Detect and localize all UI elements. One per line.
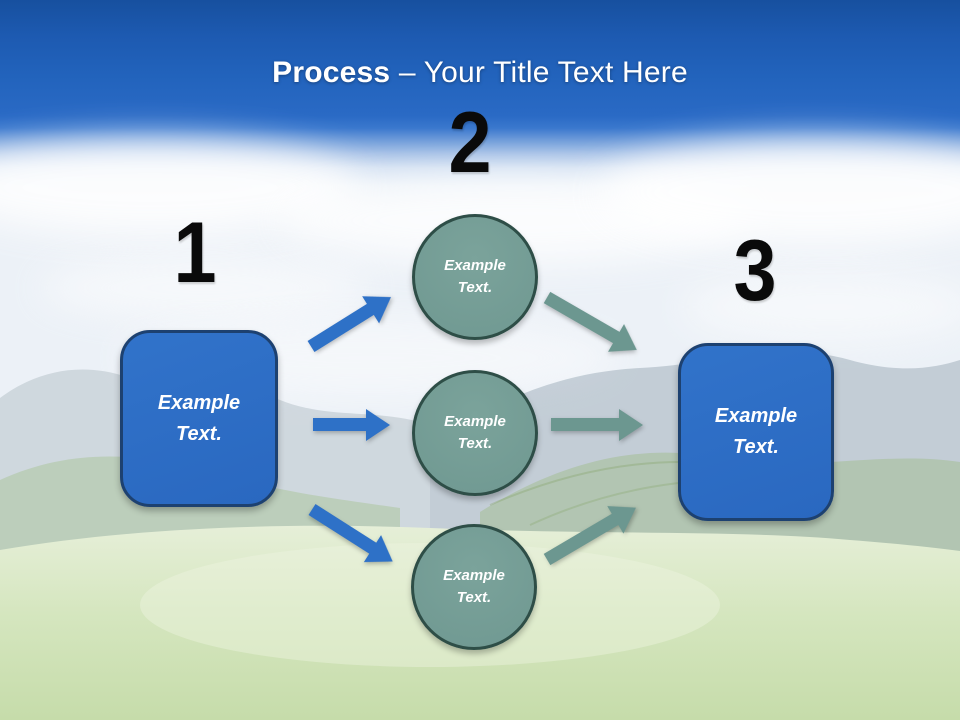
slide-title: Process – Your Title Text Here <box>0 56 960 90</box>
process-circle-middle-label-line2: Text. <box>457 435 493 452</box>
arrow-start-to-middle-circle <box>313 418 366 431</box>
process-circle-middle: Example Text. <box>412 370 538 496</box>
step-number-2: 2 <box>448 95 492 191</box>
step-number-3: 3 <box>733 223 777 319</box>
cloud <box>600 140 960 245</box>
process-circle-top-label-line1: Example <box>444 256 506 274</box>
process-box-end-label-line2: Text. <box>733 436 779 458</box>
process-circle-bottom: Example Text. <box>411 524 537 650</box>
process-circle-top-label-line2: Text. <box>457 279 493 296</box>
process-box-end-label-line1: Example <box>714 405 798 427</box>
process-circle-top: Example Text. <box>412 214 538 340</box>
step-number-1: 1 <box>173 205 217 301</box>
process-circle-bottom-label-line1: Example <box>443 566 505 584</box>
process-box-end: Example Text. <box>678 343 834 521</box>
cloud <box>40 258 370 318</box>
process-circle-bottom-label-line2: Text. <box>456 589 492 606</box>
process-box-start-label-line1: Example <box>157 391 241 414</box>
slide-title-emphasis: Process <box>272 56 391 89</box>
arrow-middle-circle-to-end <box>551 418 619 431</box>
slide-title-rest: – Your Title Text Here <box>398 56 688 89</box>
process-circle-middle-label-line1: Example <box>444 412 506 430</box>
process-box-start-label-line2: Text. <box>176 422 222 445</box>
process-box-start: Example Text. <box>120 330 278 507</box>
cloud <box>680 272 960 342</box>
